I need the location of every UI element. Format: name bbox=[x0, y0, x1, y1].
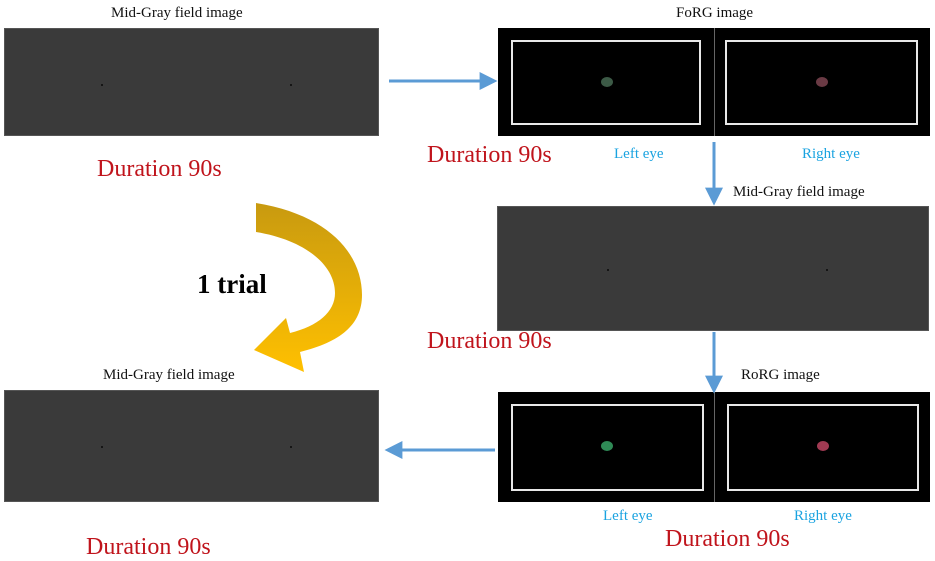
step3-gray-field-image bbox=[497, 206, 929, 331]
step2-title: FoRG image bbox=[676, 5, 754, 21]
step1-title: Mid-Gray field image bbox=[111, 5, 243, 21]
rorg-left-frame bbox=[511, 404, 704, 491]
step3-duration: Duration 90s bbox=[427, 328, 552, 354]
step2-duration: Duration 90s bbox=[427, 142, 552, 168]
forg-left-stimulus-dot bbox=[601, 77, 613, 87]
step4-left-eye-label: Left eye bbox=[603, 508, 653, 524]
step5-title: Mid-Gray field image bbox=[103, 367, 235, 383]
step4-duration: Duration 90s bbox=[665, 526, 790, 552]
step5-duration: Duration 90s bbox=[86, 534, 211, 560]
step1-gray-field-image bbox=[4, 28, 379, 136]
forg-left-frame bbox=[511, 40, 701, 125]
curved-trial-arrow bbox=[254, 203, 362, 372]
step1-duration: Duration 90s bbox=[97, 156, 222, 182]
step4-title: RoRG image bbox=[741, 367, 820, 383]
rorg-right-stimulus-dot bbox=[817, 441, 829, 451]
step2-left-eye-label: Left eye bbox=[614, 146, 664, 162]
rorg-image bbox=[498, 392, 930, 502]
step3-title: Mid-Gray field image bbox=[733, 184, 865, 200]
forg-image bbox=[498, 28, 930, 136]
step4-right-eye-label: Right eye bbox=[794, 508, 852, 524]
step5-gray-field-image bbox=[4, 390, 379, 502]
forg-right-stimulus-dot bbox=[816, 77, 828, 87]
rorg-left-stimulus-dot bbox=[601, 441, 613, 451]
forg-right-frame bbox=[725, 40, 918, 125]
step2-right-eye-label: Right eye bbox=[802, 146, 860, 162]
trial-cycle-label: 1 trial bbox=[197, 269, 267, 299]
rorg-right-frame bbox=[727, 404, 919, 491]
